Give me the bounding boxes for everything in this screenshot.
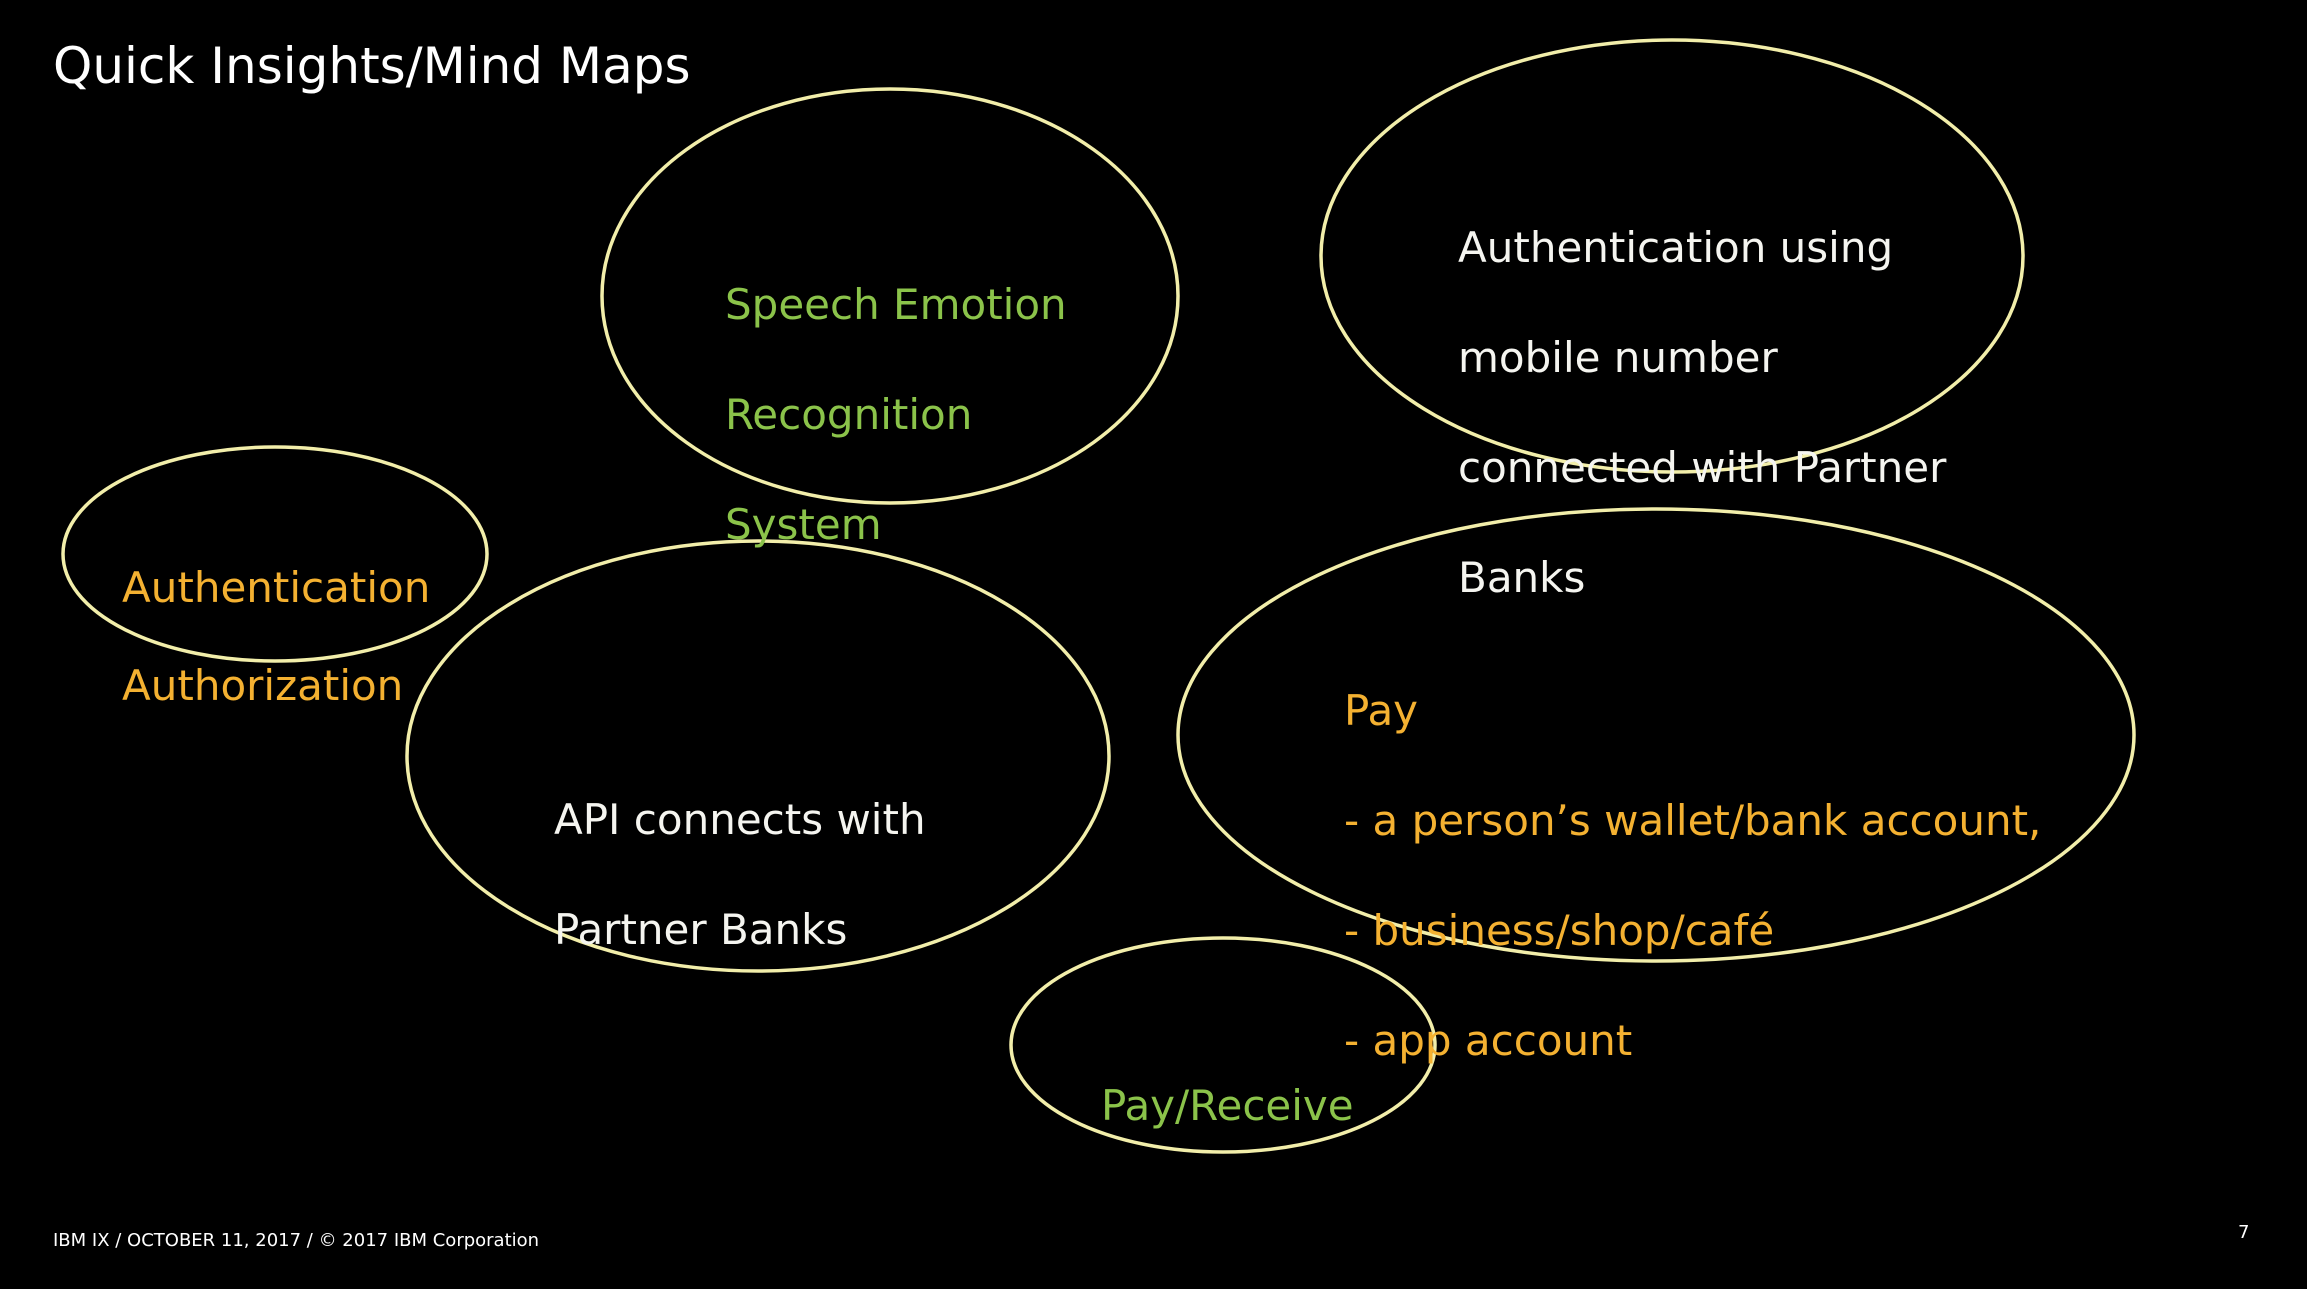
bubble-line: - a person’s wallet/bank account, [1344, 796, 2042, 845]
bubble-auth: Authentication Authorization [122, 514, 430, 759]
ellipse-pay-receive [1009, 936, 1437, 1154]
ellipse-pay [1176, 507, 2136, 963]
bubble-line: connected with Partner [1458, 443, 1947, 492]
bubble-line: Speech Emotion [725, 280, 1067, 329]
footer-copyright: IBM IX / OCTOBER 11, 2017 / © 2017 IBM C… [53, 1230, 540, 1251]
bubble-api: API connects with Partner Banks [554, 737, 926, 1012]
ellipse-api [405, 539, 1111, 973]
bubble-line: - app account [1344, 1016, 1633, 1065]
page-number: 7 [2238, 1222, 2250, 1243]
ellipse-auth [61, 445, 489, 663]
bubble-line: Authentication using [1458, 223, 1894, 272]
bubble-line: Authorization [122, 661, 404, 710]
bubble-line: Banks [1458, 553, 1586, 602]
bubble-pay-receive: Pay/Receive [1101, 1023, 1354, 1188]
bubble-speech-emotion: Speech Emotion Recognition System [725, 222, 1067, 607]
bubble-pay: Pay - a person’s wallet/bank account, - … [1344, 628, 2041, 1123]
bubble-line: Recognition [725, 390, 973, 439]
bubble-line: Authentication [122, 563, 431, 612]
slide-title: Quick Insights/Mind Maps [53, 37, 691, 95]
bubble-line: Pay/Receive [1101, 1081, 1354, 1130]
bubble-line: System [725, 500, 882, 549]
bubble-line: Partner Banks [554, 905, 848, 954]
bubble-line: Pay [1344, 686, 1419, 735]
bubble-line: - business/shop/café [1344, 906, 1775, 955]
ellipse-speech-emotion [600, 87, 1180, 505]
bubble-line: API connects with [554, 795, 926, 844]
bubble-mobile-auth: Authentication using mobile number conne… [1458, 165, 1946, 660]
bubble-line: mobile number [1458, 333, 1778, 382]
ellipse-mobile-auth [1319, 38, 2025, 474]
